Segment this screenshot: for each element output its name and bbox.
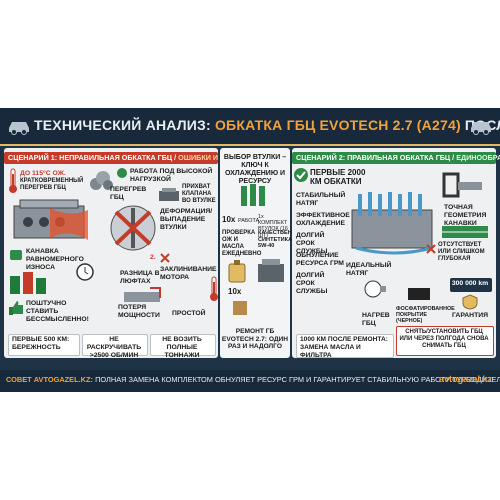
smoke-icon bbox=[90, 171, 113, 190]
phosphate-coating-label: ФОСФАТИРОВАННОЕ ПОКРЫТИЕ (ЧЕРНОЕ) bbox=[396, 306, 455, 325]
valve-cutaway-icon bbox=[110, 205, 156, 251]
rpm-label: НЕ РАСКРУЧИВАТЬ >2500 ОБ/МИН bbox=[86, 336, 142, 359]
deform-label: ДЕФОРМАЦИЯ/ВЫПАДЕНИЕ ВТУЛКИ bbox=[160, 208, 213, 231]
bushing-choice-label: ВЫБОР ВТУЛКИ – КЛЮЧ К ОХЛАЖДЕНИЮ И РЕСУР… bbox=[223, 154, 287, 185]
gauge-icon bbox=[364, 280, 386, 298]
site-link[interactable]: avtogazel.kz bbox=[438, 374, 492, 384]
coated-bushing-icon bbox=[408, 288, 430, 300]
pointless-label: ПОШТУЧНО СТАВИТЬ БЕССМЫСЛЕННО! bbox=[26, 300, 89, 323]
bushing-set-icon bbox=[241, 184, 265, 206]
repair-label: РЕМОНТ ГБ EVOTECH 2.7: ОДИН РАЗ И НАДОЛГ… bbox=[221, 328, 289, 351]
timing-reset-label: ОБНУЛЕНИЕ РЕСУРСА ГРМ bbox=[296, 252, 344, 267]
cross-icon bbox=[160, 253, 170, 263]
no-load-label: НЕ ВОЗИТЬ ПОЛНЫЕ ТОННАЖИ bbox=[162, 336, 202, 359]
warranty-label: ГАРАНТИЯ bbox=[452, 312, 489, 319]
power-loss-label: ПОТЕРЯ МОЩНОСТИ bbox=[118, 304, 160, 319]
center-panel bbox=[220, 148, 290, 358]
oil-change-label: 1000 КМ ПОСЛЕ РЕМОНТА: ЗАМЕНА МАСЛА И ФИ… bbox=[300, 336, 388, 359]
groove-defect-label: ОТСУТСТВУЕТ ИЛИ СЛИШКОМ ГЛУБОКАЯ bbox=[438, 242, 485, 262]
heat-head-label: НАГРЕВ ГБЦ bbox=[362, 312, 390, 327]
temp-label: ДО 115°C ОЖ. bbox=[20, 170, 66, 177]
engine-mini-icon bbox=[159, 188, 179, 201]
first-2000-label: ПЕРВЫЕ 2000 КМ ОБКАТКИ bbox=[310, 168, 366, 186]
check-icon bbox=[294, 168, 308, 182]
warranty-shield-icon bbox=[462, 294, 478, 310]
remove-head-box bbox=[396, 326, 494, 356]
bushing-icon bbox=[10, 250, 22, 260]
wear-groove-label: КАНАВКА РАВНОМЕРНОГО ИЗНОСА bbox=[26, 248, 84, 271]
first-500-box bbox=[8, 334, 80, 356]
oil-can-icon bbox=[228, 260, 246, 283]
thermometer-icon bbox=[9, 168, 17, 193]
engine-head-clean-icon bbox=[351, 192, 433, 255]
synthetic-oil-label: КАЧЕСТВЕННАЯ СИНТЕТИКА 5W-40 bbox=[258, 230, 304, 250]
high-load-label: РАБОТА ПОД ВЫСОКОЙ НАГРУЗКОЙ bbox=[130, 168, 213, 183]
daily-check-label: ПРОВЕРКА ОЖ И МАСЛА ЕЖЕДНЕВНО bbox=[222, 230, 262, 257]
first-500-label: ПЕРВЫЕ 500 КМ: БЕРЕЖНОСТЬ bbox=[12, 336, 70, 351]
gap-label: РАЗНИЦА В ЛЮФТАХ bbox=[120, 270, 160, 285]
long-life-label: ДОЛГИЙ СРОК СЛУЖБЫ bbox=[296, 232, 328, 255]
geometry-label: ТОЧНАЯ ГЕОМЕТРИЯ КАНАВКИ bbox=[444, 204, 487, 227]
bushing-kit-label: 1x КОМПЛЕКТ ВТУЛОК (16 ШТ) bbox=[258, 214, 288, 239]
cooling-label: ЭФФЕКТИВНОЕ ОХЛАЖДЕНИЕ bbox=[296, 212, 350, 227]
clock-icon bbox=[76, 263, 94, 281]
power-loss-icon bbox=[124, 287, 161, 302]
engine-block-icon bbox=[258, 259, 284, 282]
overheat-label: КРАТКОВРЕМЕННЫЙ ПЕРЕГРЕВ ГБЦ bbox=[20, 178, 84, 191]
header-bar: ТЕХНИЧЕСКИЙ АНАЛИЗ: ОБКАТКА ГБЦ EVOTECH … bbox=[0, 108, 500, 146]
mileage-badge bbox=[450, 278, 492, 292]
infographic: ТЕХНИЧЕСКИЙ АНАЛИЗ: ОБКАТКА ГБЦ EVOTECH … bbox=[0, 108, 500, 392]
micrometer-icon bbox=[442, 172, 482, 198]
jam-label: ЗАКЛИНИВАНИЕ МОТОРА bbox=[160, 266, 217, 281]
long-life-2-label: ДОЛГИЙ СРОК СЛУЖБЫ bbox=[296, 272, 328, 295]
overheat-2-label: ПЕРЕГРЕВ ГБЦ bbox=[110, 186, 147, 201]
engine-head-icon bbox=[13, 199, 88, 240]
check-icon bbox=[117, 168, 127, 178]
thermometer-icon bbox=[210, 276, 218, 301]
x10-count: 10x bbox=[228, 287, 242, 296]
stable-label: СТАБИЛЬНЫЙ НАТЯГ bbox=[296, 192, 346, 207]
mileage-value: 300 000 km bbox=[451, 280, 489, 287]
rpm-box bbox=[82, 334, 148, 356]
mismatched-bushings-icon bbox=[10, 272, 46, 294]
remove-head-label: СНЯТЬ/УСТАНОВИТЬ ГБЦ ИЛИ ЧЕРЕЗ ПОЛГОДА С… bbox=[399, 329, 489, 350]
no-load-box bbox=[150, 334, 216, 356]
oil-change-box bbox=[296, 334, 394, 358]
ideal-fit-label: ИДЕАЛЬНЫЙ НАТЯГ bbox=[346, 262, 392, 277]
footer-bar: СОВЕТ AVTOGAZEL.KZ: ПОЛНАЯ ЗАМЕНА КОМПЛЕ… bbox=[0, 370, 500, 392]
scenario-2-title: СЦЕНАРИЙ 2: ПРАВИЛЬНАЯ ОБКАТКА ГБЦ / ЕДИ… bbox=[292, 152, 500, 164]
thumbs-up-icon bbox=[9, 301, 23, 315]
page-title: ТЕХНИЧЕСКИЙ АНАЛИЗ: ОБКАТКА ГБЦ EVOTECH … bbox=[34, 117, 500, 133]
jam-number: 2. bbox=[150, 254, 156, 261]
tip-text: СОВЕТ AVTOGAZEL.KZ: ПОЛНАЯ ЗАМЕНА КОМПЛЕ… bbox=[6, 375, 500, 384]
valve-seize-label: ПРИХВАТ КЛАПАНА ВО ВТУЛКЕ bbox=[182, 184, 216, 204]
car-icon bbox=[471, 122, 491, 135]
grooved-bushing-icon bbox=[442, 226, 488, 238]
work-label: РАБОТА bbox=[238, 218, 260, 224]
x10-work-count: 10x bbox=[222, 215, 236, 224]
box-icon bbox=[233, 301, 247, 315]
cross-icon bbox=[426, 244, 436, 254]
idle-label: ПРОСТОЙ bbox=[172, 310, 206, 317]
car-icon bbox=[9, 122, 29, 135]
scenario-1-title: СЦЕНАРИЙ 1: НЕПРАВИЛЬНАЯ ОБКАТКА ГБЦ / О… bbox=[4, 152, 258, 164]
